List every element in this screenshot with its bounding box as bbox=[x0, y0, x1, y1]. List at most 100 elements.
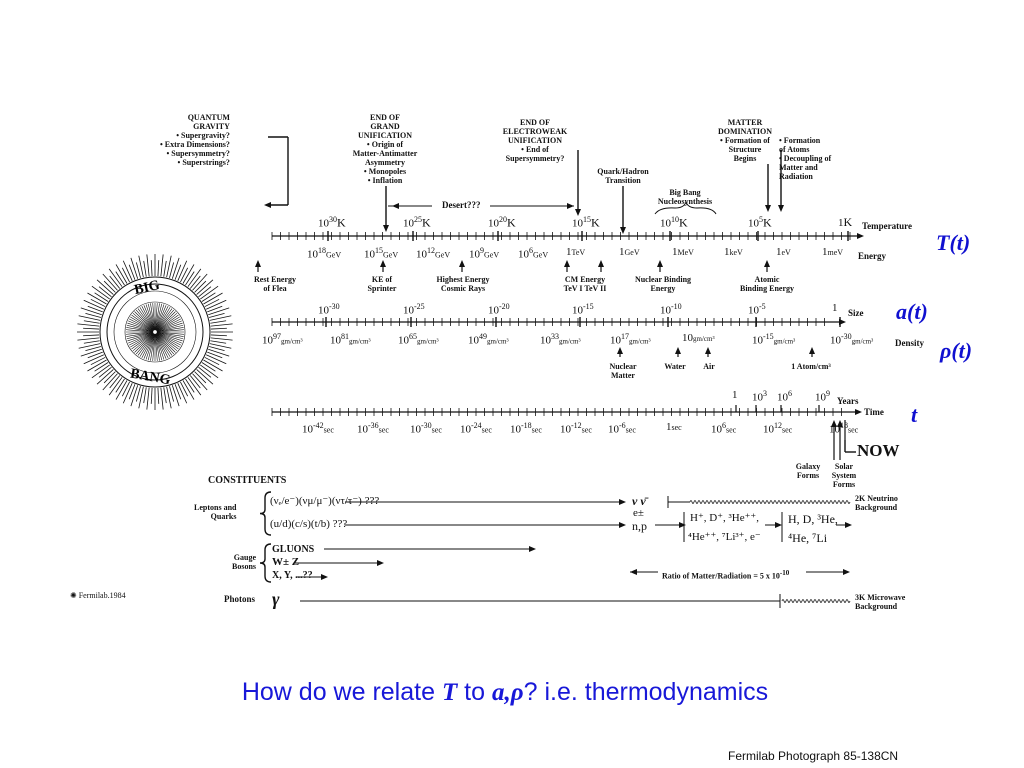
logo-ray bbox=[180, 381, 189, 397]
time-tick: 1012sec bbox=[763, 421, 793, 436]
years-axis-label: Years bbox=[837, 396, 859, 406]
desert-right bbox=[567, 203, 574, 209]
logo-inner-ray bbox=[131, 332, 154, 350]
logo-ray bbox=[78, 343, 101, 349]
logo-ray bbox=[192, 373, 208, 391]
logo-inner-ray bbox=[130, 332, 154, 348]
logo-ray bbox=[135, 385, 141, 402]
temperature-tick: 1020K bbox=[488, 215, 516, 230]
energy-up-arrow bbox=[459, 260, 465, 267]
logo-inner-ray bbox=[126, 331, 154, 335]
logo-ray bbox=[200, 285, 219, 300]
time-tick: 10-12sec bbox=[560, 421, 592, 436]
slide-caption: How do we relate T to a,ρ? i.e. thermody… bbox=[241, 678, 769, 706]
energy-tick: 1eV bbox=[776, 246, 791, 258]
logo-ray bbox=[187, 268, 202, 287]
density-tick: 10-30gm/cm³ bbox=[830, 332, 874, 347]
logo-inner-ray bbox=[155, 303, 160, 331]
logo-ray bbox=[94, 292, 109, 302]
logo-ray bbox=[210, 320, 227, 324]
logo-ray bbox=[160, 254, 164, 277]
density-axis-label: Density bbox=[895, 338, 924, 348]
logo-inner-ray bbox=[156, 318, 181, 332]
density-tick: 10-15gm/cm³ bbox=[752, 332, 796, 347]
time-tick: 10-36sec bbox=[357, 421, 389, 436]
logo-inner-ray bbox=[156, 332, 183, 342]
logo-inner-ray bbox=[156, 332, 180, 348]
logo-inner-ray bbox=[155, 303, 163, 331]
photons-label: Photons bbox=[224, 594, 256, 604]
fa-arrow bbox=[778, 205, 784, 212]
logo-ray bbox=[83, 327, 100, 330]
energy-tick: 1MeV bbox=[672, 246, 694, 258]
ratio-left bbox=[630, 569, 637, 575]
logo-inner-ray bbox=[145, 304, 155, 331]
logo-inner-ray bbox=[139, 307, 155, 331]
np-arrow-head bbox=[679, 522, 686, 528]
logo-ray bbox=[83, 320, 100, 324]
energy-tick: 1TeV bbox=[566, 246, 586, 258]
logo-ray bbox=[96, 369, 114, 385]
logo-ray bbox=[157, 260, 160, 277]
logo-ray bbox=[208, 346, 225, 352]
lepton-arrow bbox=[619, 499, 626, 505]
scale-factor-function: a(t) bbox=[896, 299, 928, 324]
logo-ray bbox=[85, 346, 102, 352]
density-tick: 1049gm/cm³ bbox=[468, 332, 509, 347]
time-axis-label: Time bbox=[864, 407, 884, 417]
logo-ray bbox=[80, 348, 102, 357]
logo-ray bbox=[205, 299, 227, 310]
md-arrow bbox=[765, 205, 771, 212]
logo-inner-ray bbox=[154, 333, 158, 361]
density-up-arrow bbox=[675, 347, 681, 354]
logo-ray bbox=[194, 280, 207, 293]
gamma-symbol: γ bbox=[272, 589, 280, 609]
logo-inner-ray bbox=[156, 333, 175, 355]
logo-ray bbox=[143, 387, 147, 404]
logo-ray bbox=[87, 292, 107, 305]
logo-ray bbox=[169, 385, 175, 402]
logo-ray bbox=[94, 362, 109, 372]
logo-ray bbox=[138, 386, 144, 409]
time-tick: 1018sec bbox=[829, 421, 859, 436]
logo-ray bbox=[209, 315, 232, 321]
logo-inner-ray bbox=[155, 333, 163, 361]
logo-inner-ray bbox=[156, 332, 181, 346]
logo-inner-ray bbox=[155, 333, 160, 361]
logo-inner-ray bbox=[156, 333, 176, 353]
size-density-axis-arrow bbox=[839, 319, 846, 325]
xy-arrow bbox=[321, 574, 328, 580]
logo-ray bbox=[83, 334, 100, 337]
logo-ray bbox=[200, 364, 219, 379]
logo-inner-ray bbox=[128, 332, 154, 344]
years-tick: 1 bbox=[732, 389, 738, 401]
temperature-energy-axis-arrow bbox=[857, 233, 864, 239]
logo-ray bbox=[207, 305, 223, 313]
solar-arrow bbox=[837, 420, 843, 427]
energy-tick: 1015GeV bbox=[364, 246, 399, 261]
logo-ray bbox=[208, 348, 230, 357]
logo-ray bbox=[166, 386, 172, 409]
logo-ray bbox=[163, 387, 167, 404]
logo-inner-ray bbox=[129, 318, 154, 332]
logo-ray bbox=[80, 307, 102, 316]
logo-inner-ray bbox=[152, 333, 156, 361]
density-tick: 1033gm/cm³ bbox=[540, 332, 581, 347]
logo-inner-ray bbox=[156, 327, 184, 332]
logo-inner-ray bbox=[155, 333, 165, 360]
logo-ray bbox=[83, 340, 100, 344]
logo-inner-ray bbox=[152, 303, 156, 331]
logo-ray bbox=[203, 292, 223, 305]
logo-ray bbox=[130, 385, 139, 407]
neutrino-wave bbox=[689, 500, 851, 504]
logo-inner-ray bbox=[141, 306, 155, 331]
time-axis-arrow bbox=[855, 409, 862, 415]
logo-ray bbox=[115, 264, 128, 284]
